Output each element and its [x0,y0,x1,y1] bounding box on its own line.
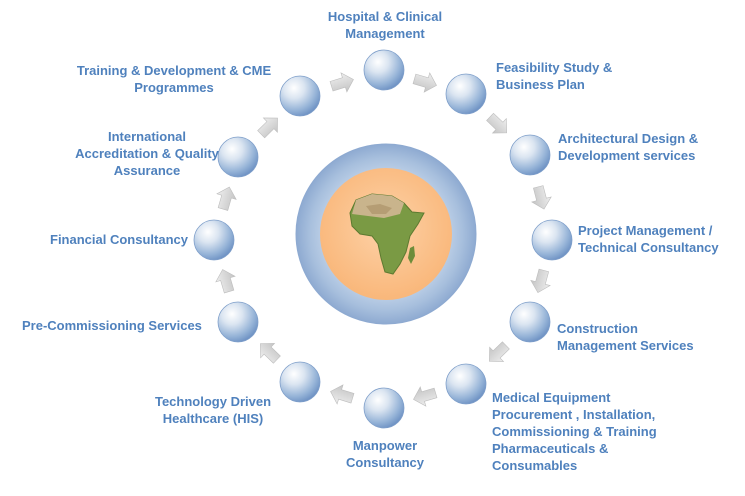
flow-arrows [215,72,552,407]
flow-arrow-7 [330,384,355,405]
flow-arrow-6 [413,386,438,407]
flow-arrow-3 [531,185,552,210]
flow-arrow-12 [329,72,354,93]
node-circle-project [531,219,573,261]
center-hub [295,143,477,325]
flow-arrow-2 [486,112,507,134]
label-feasibility: Feasibility Study &Business Plan [496,60,613,92]
node-circles [193,49,573,429]
node-circle-precommissioning [217,301,259,343]
flow-arrow-10 [216,186,237,211]
flow-arrow-1 [412,72,437,93]
node-circle-accreditation [217,136,259,178]
label-precommissioning: Pre-Commissioning Services [22,318,202,333]
node-circle-medical [445,363,487,405]
node-circle-architectural [509,134,551,176]
node-circle-manpower [363,387,405,429]
flow-arrow-4 [530,268,551,293]
flow-arrow-8 [260,343,281,364]
node-circle-financial [193,219,235,261]
node-circle-technology [279,361,321,403]
africa-map-icon [349,193,425,275]
flow-arrow-11 [257,117,278,139]
node-circle-hospital [363,49,405,91]
node-circle-training [279,75,321,117]
label-financial: Financial Consultancy [50,232,188,247]
flow-arrow-9 [215,269,236,294]
label-architectural: Architectural Design &Development servic… [558,131,699,163]
flow-arrow-5 [489,341,510,362]
label-project-management: Project Management /Technical Consultanc… [578,223,719,255]
node-circle-construction [509,301,551,343]
node-circle-feasibility [445,73,487,115]
